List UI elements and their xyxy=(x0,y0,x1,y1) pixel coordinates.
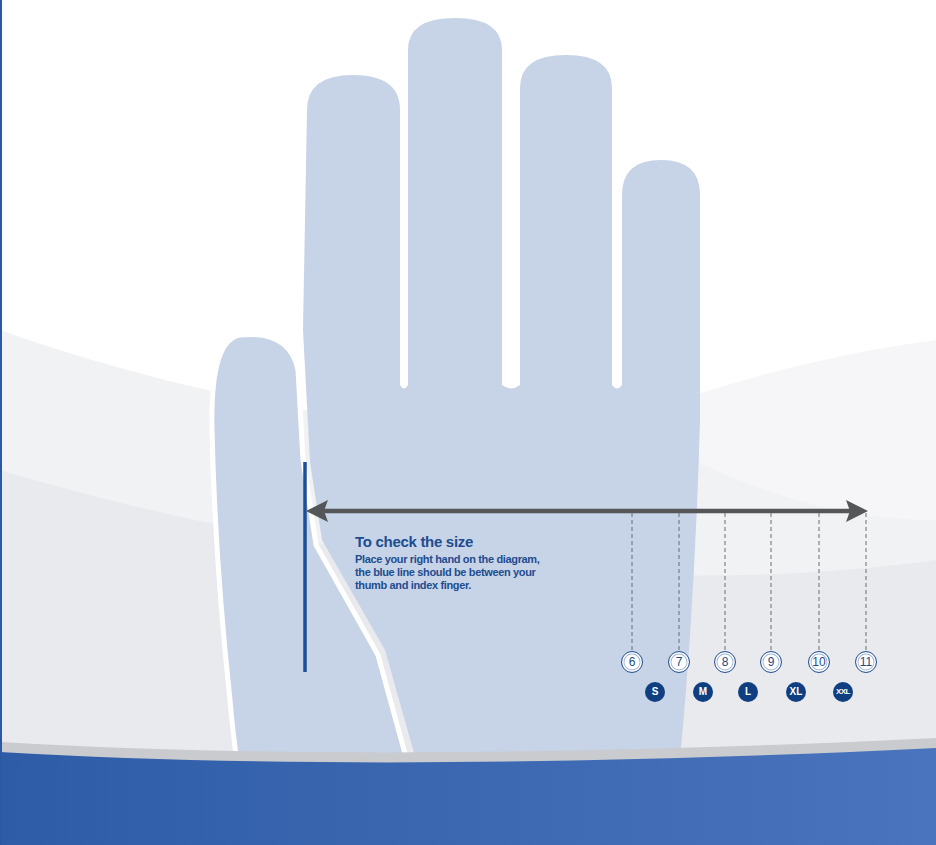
circle-label: 7 xyxy=(676,656,683,668)
blue-line xyxy=(303,462,307,672)
circle-label: 10 xyxy=(812,656,825,668)
instruction-text: Place your right hand on the diagram, th… xyxy=(355,553,545,592)
size-number: 6 xyxy=(621,651,643,673)
circle-label: 8 xyxy=(722,656,729,668)
instructions: To check the sizePlace your right hand o… xyxy=(355,533,555,592)
size-number: 9 xyxy=(760,651,782,673)
arrow-head xyxy=(306,500,328,522)
hand xyxy=(212,18,700,845)
bottom-band xyxy=(0,748,936,845)
size-badge: L xyxy=(738,682,758,702)
leader-line xyxy=(819,513,820,650)
size-number: 8 xyxy=(714,651,736,673)
leader-line xyxy=(632,513,633,650)
arrow-head xyxy=(846,500,868,522)
leader-lines xyxy=(632,513,866,650)
size-badge: M xyxy=(693,682,713,702)
circle-label: 9 xyxy=(768,656,775,668)
leader-line xyxy=(725,513,726,650)
band-edge xyxy=(0,738,936,845)
circle-label: XXL xyxy=(836,688,850,696)
leader-line xyxy=(679,513,680,650)
size-badge: XL xyxy=(786,682,806,702)
circle-label: M xyxy=(699,687,707,697)
circle-label: XL xyxy=(790,687,803,697)
circle-label: L xyxy=(745,687,751,697)
size-badge: S xyxy=(645,682,665,702)
border xyxy=(0,0,2,845)
measure-arrow xyxy=(318,509,855,514)
size-badge: XXL xyxy=(833,682,853,702)
instruction-heading: To check the size xyxy=(355,533,555,550)
circle-label: 11 xyxy=(860,656,872,668)
circle-label: S xyxy=(652,687,659,697)
leader-line xyxy=(866,513,867,650)
size-number: 10 xyxy=(808,651,830,673)
size-number: 7 xyxy=(668,651,690,673)
size-number: 11 xyxy=(855,651,877,673)
leader-line xyxy=(771,513,772,650)
circle-label: 6 xyxy=(629,656,636,668)
